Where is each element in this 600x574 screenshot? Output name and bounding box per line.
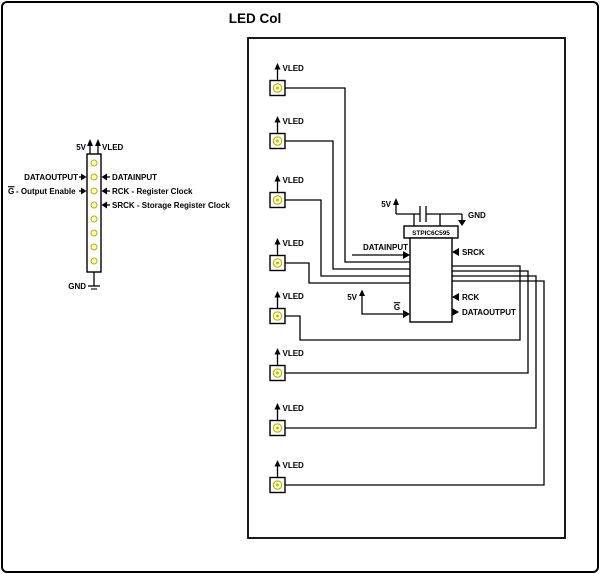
- led-vled-label: VLED: [283, 176, 305, 185]
- chip-rck-label: RCK: [462, 293, 480, 302]
- connector-pin: [90, 257, 98, 265]
- left-arrow-icon: [452, 248, 459, 256]
- up-arrow-icon: [274, 460, 281, 467]
- led-die: [276, 314, 279, 318]
- led-7: VLED: [269, 403, 305, 437]
- connector-gnd-label: GND: [68, 282, 86, 291]
- connector-pin: [90, 215, 98, 223]
- up-arrow-icon: [274, 175, 281, 182]
- led-vled-label: VLED: [283, 239, 305, 248]
- up-arrow-icon: [274, 116, 281, 123]
- connector-vled-label: VLED: [102, 143, 124, 152]
- left-arrow-icon: [452, 293, 459, 301]
- connector-oe-g-label: G: [8, 187, 14, 196]
- connector-pin: [90, 229, 98, 237]
- right-arrow-icon: [403, 310, 410, 318]
- led-vled-label: VLED: [283, 117, 305, 126]
- connector-pin: [90, 173, 98, 181]
- led-vled-label: VLED: [283, 64, 305, 73]
- chip-datainput-label: DATAINPUT: [363, 243, 408, 252]
- connector-datainput-label: DATAINPUT: [112, 173, 157, 182]
- chip-dataoutput-label: DATAOUTPUT: [462, 308, 516, 317]
- right-arrow-icon: [81, 173, 87, 181]
- shift-register: 5V GND STPIC6C595 DATAINPUT 5V G SRCK RC…: [347, 198, 516, 323]
- chip-body: [409, 237, 453, 323]
- led-vled-label: VLED: [283, 461, 305, 470]
- up-arrow-icon: [274, 291, 281, 298]
- led-die: [276, 139, 279, 143]
- input-connector: 5V VLED DATAOUTPUT G - Output Enable DAT…: [8, 139, 230, 291]
- led-5: VLED: [269, 291, 305, 325]
- down-arrow-icon: [458, 220, 466, 226]
- wire-led4: [285, 262, 410, 284]
- connector-dataoutput-label: DATAOUTPUT: [24, 173, 78, 182]
- led-8: VLED: [269, 460, 305, 494]
- led-vled-label: VLED: [283, 404, 305, 413]
- wire-led3: [285, 199, 410, 277]
- connector-pins: [90, 159, 98, 265]
- right-arrow-icon: [403, 251, 410, 259]
- connector-5v-label: 5V: [76, 143, 86, 152]
- right-arrow-icon: [452, 308, 459, 316]
- connector-pin: [90, 159, 98, 167]
- led-die: [276, 261, 279, 265]
- up-arrow-icon: [274, 403, 281, 410]
- led-wires: [285, 87, 545, 486]
- chip-name-label: STPIC6C595: [412, 230, 450, 237]
- up-arrow-icon: [87, 139, 93, 146]
- left-arrow-icon: [101, 187, 107, 195]
- up-arrow-icon: [274, 238, 281, 245]
- wire-led6: [285, 270, 529, 374]
- chip-g-label: G: [394, 303, 400, 312]
- led-3: VLED: [269, 175, 305, 209]
- up-arrow-icon: [274, 63, 281, 70]
- led-die: [276, 371, 279, 375]
- led-column-frame: [247, 37, 566, 539]
- wire-led7: [285, 275, 537, 429]
- chip-srck-label: SRCK: [462, 248, 485, 257]
- g-pullup-wire: [361, 296, 403, 315]
- left-arrow-icon: [101, 201, 107, 209]
- led-vled-label: VLED: [283, 292, 305, 301]
- led-die: [276, 86, 279, 90]
- chip-g-5v-label: 5V: [347, 293, 357, 302]
- connector-pin: [90, 187, 98, 195]
- led-2: VLED: [269, 116, 305, 150]
- led-die: [276, 483, 279, 487]
- right-arrow-icon: [81, 187, 87, 195]
- connector-rck-label: RCK - Register Clock: [112, 187, 193, 196]
- connector-pin: [90, 201, 98, 209]
- up-arrow-icon: [359, 289, 365, 296]
- up-arrow-icon: [274, 348, 281, 355]
- wire-led1: [285, 87, 410, 263]
- led-die: [276, 426, 279, 430]
- chip-top-gnd-label: GND: [468, 211, 486, 220]
- page-title: LED Col: [229, 11, 282, 26]
- connector-pin: [90, 243, 98, 251]
- chip-top-5v-label: 5V: [381, 200, 391, 209]
- connector-oe-desc-label: - Output Enable: [16, 187, 76, 196]
- wire-led5: [285, 265, 521, 341]
- connector-body: [86, 153, 102, 273]
- up-arrow-icon: [95, 139, 101, 146]
- led-1: VLED: [269, 63, 305, 97]
- wire-led2: [285, 140, 410, 270]
- up-arrow-icon: [393, 198, 399, 205]
- led-6: VLED: [269, 348, 305, 382]
- wire-led8: [285, 280, 545, 486]
- connector-srck-label: SRCK - Storage Register Clock: [112, 201, 230, 210]
- left-arrow-icon: [101, 173, 107, 181]
- led-vled-label: VLED: [283, 349, 305, 358]
- led-4: VLED: [269, 238, 305, 272]
- led-die: [276, 198, 279, 202]
